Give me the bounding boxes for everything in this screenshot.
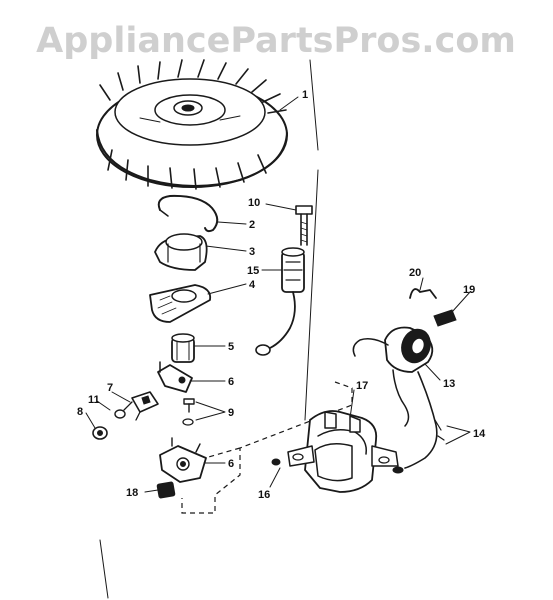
callout-6-upper: 6: [228, 376, 234, 388]
callout-15: 15: [247, 265, 259, 277]
part-bolt: [295, 205, 313, 246]
callout-16: 16: [258, 489, 270, 501]
callout-13: 13: [443, 378, 455, 390]
callout-17: 17: [356, 380, 368, 392]
part-nut: [92, 426, 108, 440]
part-breaker-plate: [159, 437, 207, 483]
callout-20: 20: [409, 267, 421, 279]
callout-10: 10: [248, 197, 260, 209]
callout-7: 7: [107, 382, 113, 394]
part-breaker-arm: [157, 361, 193, 393]
callout-8: 8: [77, 406, 83, 418]
part-coil-bracket: [271, 410, 399, 493]
callout-11: 11: [88, 394, 100, 406]
callout-19: 19: [463, 284, 475, 296]
assembly-outline: [181, 381, 353, 514]
callout-3: 3: [249, 246, 255, 258]
part-cam-sleeve: [171, 333, 195, 363]
callout-1: 1: [302, 89, 308, 101]
callout-labels: 1 2 3 4 5 6 7 11 8 9 6 18 10 15 17 16 13…: [77, 89, 486, 501]
part-terminal-clip: [433, 309, 457, 327]
callout-9: 9: [228, 407, 234, 419]
leader-lines: [85, 96, 471, 493]
callout-18: 18: [126, 487, 138, 499]
part-flywheel: [96, 59, 288, 190]
part-ignition-coil: [352, 326, 445, 474]
callout-5: 5: [228, 341, 234, 353]
part-condenser: [114, 391, 159, 421]
part-cam-cover: [154, 233, 208, 271]
part-screws: [182, 398, 195, 426]
callout-4: 4: [249, 279, 256, 291]
callout-14: 14: [473, 428, 486, 440]
callout-6-lower: 6: [228, 458, 234, 470]
part-clip-spring: [409, 288, 437, 299]
watermark-text: AppliancePartsPros.com: [36, 21, 516, 61]
part-felt: [156, 481, 176, 499]
part-gasket: [149, 284, 212, 323]
reference-lines: [99, 59, 319, 599]
part-coil-terminal: [255, 247, 305, 356]
callout-2: 2: [249, 219, 255, 231]
part-spring-clip: [157, 194, 219, 233]
